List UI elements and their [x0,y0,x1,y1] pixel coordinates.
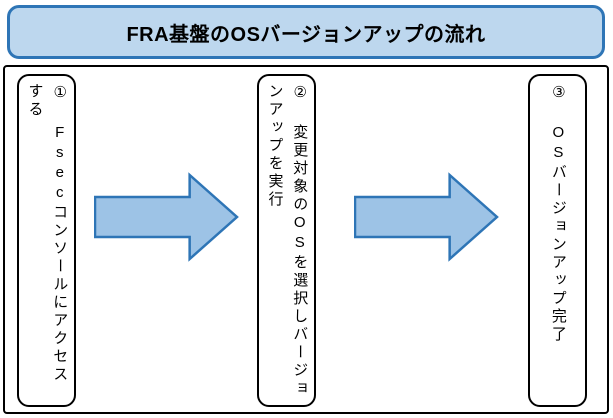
step-box-1: ① Fsecコンソールにアクセスする [17,74,76,407]
right-block-arrow-icon [354,172,499,262]
diagram-title: FRA基盤のOSバージョンアップの流れ [126,23,486,46]
step-2-label: ② 変更対象のOSを選択しバージョンアップを実行 [266,83,309,398]
step-box-2: ② 変更対象のOSを選択しバージョンアップを実行 [257,74,316,407]
title-banner: FRA基盤のOSバージョンアップの流れ [7,5,605,59]
step-3-label: ③ OSバージョンアップ完了 [549,83,567,344]
right-block-arrow-icon [94,172,239,262]
step-1-label: ① Fsecコンソールにアクセスする [26,83,69,384]
step-box-3: ③ OSバージョンアップ完了 [528,74,587,407]
